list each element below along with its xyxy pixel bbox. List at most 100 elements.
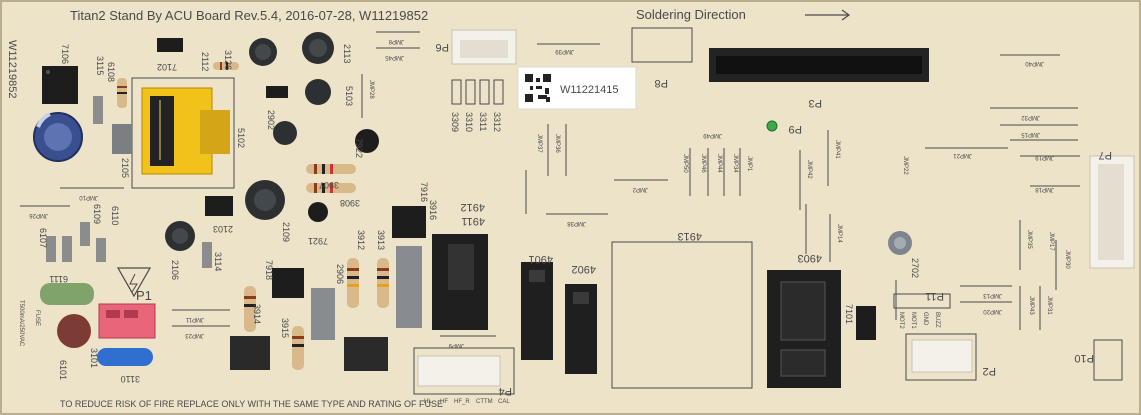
voltage-regulator [344,337,388,371]
transistor [355,129,379,153]
ic-chip [392,206,426,238]
electrolytic-capacitor [165,221,195,251]
ref-6109: 6109 [92,204,102,224]
ref-2113: 2113 [342,44,352,63]
ref-3907: 3907 [319,180,339,190]
smd-chip [856,306,876,340]
connector-p4 [413,347,515,395]
connector-label-p11: P11 [925,290,944,302]
ref-7106: 7106 [60,44,70,64]
connector-p11-footprint [893,293,951,309]
connector-label-p9: P9 [789,123,802,135]
jumper-label: JMP42 [806,160,812,179]
relay-4901 [521,262,553,360]
ref-5103: 5103 [344,86,354,106]
connector-p3 [709,48,929,82]
ref-3311: 3311 [478,112,488,131]
jumper-label: JMP28 [368,80,374,99]
smd-diode [266,86,288,98]
board-header-text: Titan2 Stand By ACU Board Rev.5.4, 2016-… [70,8,428,23]
electrolytic-capacitor [245,180,285,220]
soldering-direction-text: Soldering Direction [636,7,746,22]
jumper-label: JMP2 [632,186,648,192]
connector-label-p3: P3 [809,97,822,109]
fuse-green [40,283,94,305]
relay-footprint-4913 [611,241,753,389]
jumper-label: JMP13 [983,292,1002,298]
ic-chip-7106 [42,66,78,104]
connector-p6 [451,29,517,65]
jumper-label: JMP22 [902,156,908,175]
jumper-label: JMP37 [536,134,542,153]
jumper-label: JMP35 [1026,230,1032,249]
fuse-rating-text: T500mA/250VAC [18,300,24,347]
ref-3916: 3916 [428,200,438,220]
ref-3914: 3914 [252,304,262,324]
ref-3126: 3126 [223,50,233,70]
connector-p2 [905,333,977,381]
smd-resistor [80,222,90,246]
varistor-brown [57,314,91,348]
transistor [308,202,328,222]
jumper-label: JMP38 [567,220,586,226]
ref-2902: 2902 [266,110,276,130]
electrolytic-capacitor [888,231,912,255]
p11-pin-label: MOT2 [898,312,904,329]
resistor-3913 [377,258,389,308]
resistor-3126 [213,62,239,70]
jumper-label: JMP9 [448,342,464,348]
jumper-wires [20,31,1080,337]
ref-3915: 3915 [280,318,290,338]
ref-3912: 3912 [356,230,366,250]
relay-4902 [565,284,597,374]
smd-component [112,124,132,154]
ref-2702: 2702 [910,258,920,278]
smd-resistor [93,96,103,124]
ref-4912: 4912 [461,201,485,213]
ic-chip [272,268,304,298]
ref-5102: 5102 [236,128,246,148]
jumper-label: JMP17 [1048,232,1054,251]
y-capacitor [396,246,422,328]
ref-2105: 2105 [120,158,130,178]
ref-3115: 3115 [95,56,105,75]
jumper-label: JMP20 [983,308,1002,314]
electrolytic-capacitor-blue [33,112,83,162]
ref-2112: 2112 [200,52,210,71]
resistor-3908 [306,183,356,193]
ref-3309: 3309 [450,112,460,132]
p11-pin-label: GND [922,312,928,326]
jumper-label: JMP14 [836,224,842,243]
p4-pin-label: CTTM [476,399,493,405]
connector-label-p6: P6 [436,41,449,53]
smd-diode [205,196,233,216]
connector-label-p4: P4 [499,385,512,397]
ref-6111: 6111 [49,274,68,284]
jumper-labels: JMP40 JMP32 JMP15 JMP21 JMP19 JMP18 JMP2… [29,38,1070,348]
ref-3101: 3101 [89,348,99,368]
resistor-3915 [292,326,304,370]
transformer [131,77,235,189]
ref-2109: 2109 [281,222,291,242]
p11-pin-labels: MOT2 MOT1 GND BUZZ [898,312,940,329]
smd-resistor [46,236,56,262]
varistor-blue [97,348,153,366]
jumper-label: JMP34 [732,154,738,173]
p11-pin-label: BUZZ [934,312,940,328]
smd-resistor [96,238,106,262]
connector-label-p7: P7 [1099,149,1112,161]
jumper-label: JMP15 [1021,131,1040,137]
direction-arrow [805,9,851,21]
part-sticker-number: W11221415 [560,84,619,96]
relay-4903 [767,270,841,388]
ref-7918: 7918 [264,260,274,280]
ref-6108: 6108 [106,62,116,82]
p4-pin-labels: HL HF HF_R CTTM CAL [424,399,510,405]
part-sticker: W11221415 [517,66,637,110]
jumper-label: JMP10 [79,194,98,200]
connector-p10-footprint [1093,339,1123,381]
connector-label-p8: P8 [655,77,668,89]
connector-label-p1: P1 [136,288,152,303]
ref-4903: 4903 [798,252,822,264]
